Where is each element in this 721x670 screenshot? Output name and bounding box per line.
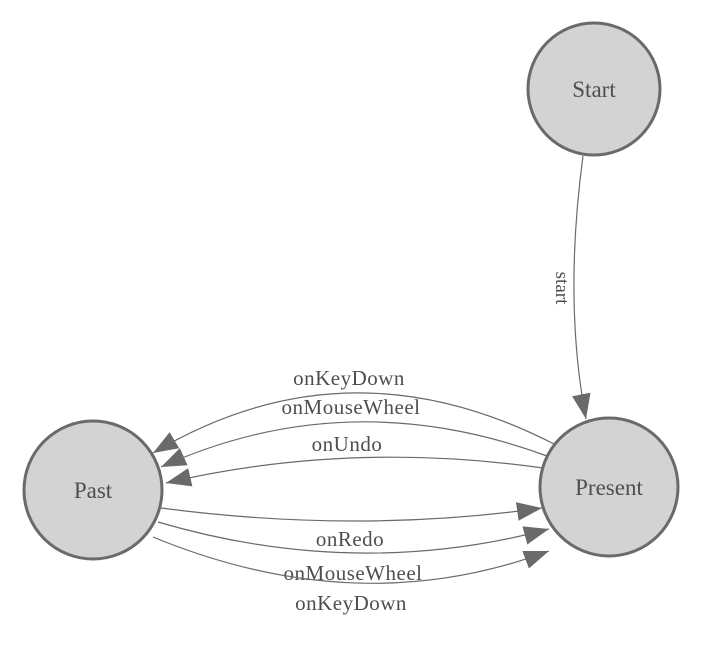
edge-past-to-present-onmousewheel: onMouseWheel <box>157 521 550 585</box>
edge-past-to-present-onredo: onRedo <box>160 502 543 551</box>
edge-present-to-past-onundo: onUndo <box>165 432 544 487</box>
edge-line-onkeydown-undoside <box>152 392 555 454</box>
edge-line-onmousewheel-undoside <box>160 421 548 468</box>
node-present-circle <box>538 416 680 558</box>
edge-label-onundo: onUndo <box>312 432 383 456</box>
edge-label-onkeydown-undoside: onKeyDown <box>293 366 405 390</box>
edge-label-onkeydown-redoside: onKeyDown <box>295 591 407 615</box>
edge-line-start <box>572 155 591 420</box>
node-present: Present <box>538 416 680 558</box>
edge-line-onundo <box>165 456 544 487</box>
edge-label-onmousewheel-undoside: onMouseWheel <box>282 395 421 419</box>
node-start-label: Start <box>572 77 616 102</box>
edge-line-onmousewheel-redoside <box>157 521 550 554</box>
edge-line-onkeydown-redoside <box>152 536 550 584</box>
edge-line-onredo <box>160 502 543 522</box>
edge-label-onredo: onRedo <box>316 527 384 551</box>
node-past-circle <box>22 419 164 561</box>
node-past-label: Past <box>74 478 113 503</box>
node-past: Past <box>22 419 164 561</box>
edge-past-to-present-onkeydown: onKeyDown <box>152 536 550 615</box>
edge-start-to-present: start <box>551 155 591 420</box>
edge-present-to-past-onkeydown: onKeyDown <box>152 366 555 454</box>
edge-present-to-past-onmousewheel: onMouseWheel <box>160 395 548 468</box>
node-present-label: Present <box>575 475 643 500</box>
edge-label-start: start <box>551 272 572 305</box>
node-start-circle <box>526 21 662 157</box>
node-start: Start <box>526 21 662 157</box>
edge-label-onmousewheel-redoside: onMouseWheel <box>284 561 423 585</box>
